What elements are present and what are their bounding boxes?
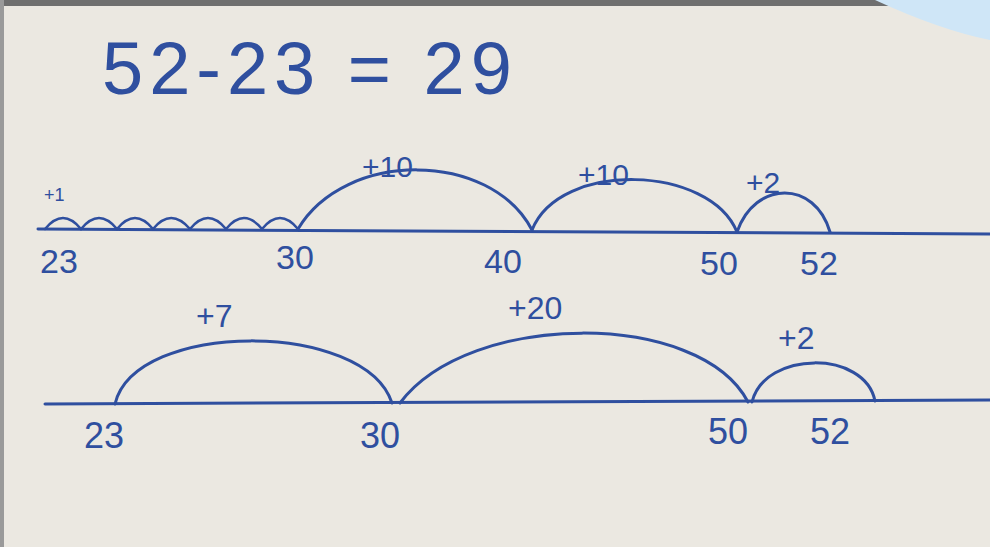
jump-label: +10	[578, 160, 629, 190]
jump-arc	[400, 333, 748, 403]
number-label: 23	[40, 244, 78, 278]
number-label: 52	[810, 414, 850, 450]
jump-label: +1	[44, 186, 65, 204]
corner-shape	[875, 0, 990, 40]
number-label: 40	[484, 244, 522, 278]
jump-label: +10	[362, 152, 413, 182]
number-label: 50	[700, 246, 738, 280]
jump-arc	[115, 341, 392, 404]
number-label: 50	[708, 414, 748, 450]
jump-arc	[737, 193, 830, 232]
jump-label: +7	[196, 300, 232, 332]
jump-arc	[532, 180, 737, 232]
unit-jumps	[45, 218, 298, 229]
jump-label: +2	[746, 168, 780, 198]
jump-label: +20	[508, 292, 562, 324]
number-label: 30	[360, 418, 400, 454]
jump-arc	[298, 170, 532, 230]
number-label: 23	[84, 418, 124, 454]
jump-arc	[752, 363, 875, 402]
jump-label: +2	[778, 322, 814, 354]
board-frame	[0, 0, 990, 6]
number-label: 52	[800, 246, 838, 280]
title: 52-23 = 29	[102, 32, 518, 106]
board-frame	[0, 0, 4, 547]
number-lines	[38, 170, 990, 404]
number-line	[45, 400, 990, 404]
number-label: 30	[276, 240, 314, 274]
number-line	[38, 229, 990, 234]
